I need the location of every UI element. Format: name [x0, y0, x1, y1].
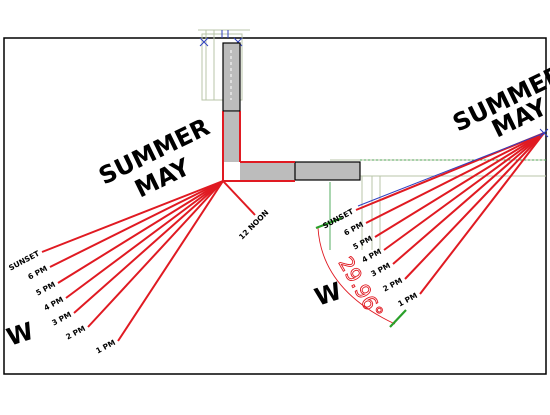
drawing-frame — [3, 37, 547, 375]
left-ray-5 — [87, 180, 224, 328]
sunset-tick — [315, 216, 343, 230]
wall-plan — [222, 42, 361, 182]
left-ray-6 — [117, 180, 224, 342]
left-ray-label-2: 5 PM — [34, 280, 57, 298]
right-sun-rays — [355, 132, 545, 295]
right-west-label: W — [311, 277, 345, 312]
right-dimension-line — [357, 132, 545, 207]
angle-arc — [317, 227, 396, 325]
left-ray-label-5: 2 PM — [64, 324, 87, 342]
left-west-label: W — [3, 317, 37, 352]
top-dimension-marks — [199, 30, 243, 47]
right-ray-label-3: 4 PM — [360, 247, 383, 265]
noon-ray — [222, 180, 256, 216]
right-ray-label-4: 3 PM — [369, 261, 392, 279]
right-origin-mark-2 — [539, 128, 549, 138]
right-ray-5 — [404, 132, 545, 280]
right-ray-label-2: 5 PM — [351, 234, 374, 252]
left-ray-2 — [57, 180, 224, 284]
left-ray-4 — [73, 180, 224, 314]
left-ray-label-6: 1 PM — [94, 338, 117, 356]
green-guides — [329, 159, 546, 250]
right-ray-3 — [383, 132, 545, 251]
corner-wall — [223, 111, 240, 162]
right-ray-1 — [365, 132, 545, 224]
building-guides — [198, 29, 546, 250]
lower-wall-right — [294, 161, 361, 181]
left-ray-1 — [49, 180, 224, 268]
left-sun-rays — [41, 180, 224, 342]
right-ray-4 — [392, 132, 545, 265]
right-ray-2 — [374, 132, 545, 238]
left-ray-3 — [65, 180, 224, 299]
left-ray-label-1: 6 PM — [26, 264, 49, 282]
left-ray-label-4: 3 PM — [50, 310, 73, 328]
right-ray-6 — [419, 132, 545, 295]
right-ray-label-5: 2 PM — [381, 276, 404, 294]
left-ray-0 — [41, 180, 224, 253]
one-pm-tick — [389, 309, 407, 328]
angle-label: 29.96° — [334, 253, 388, 323]
left-ray-label-3: 4 PM — [42, 295, 65, 313]
lower-wall-left — [240, 162, 295, 180]
right-ray-label-6: 1 PM — [396, 291, 419, 309]
